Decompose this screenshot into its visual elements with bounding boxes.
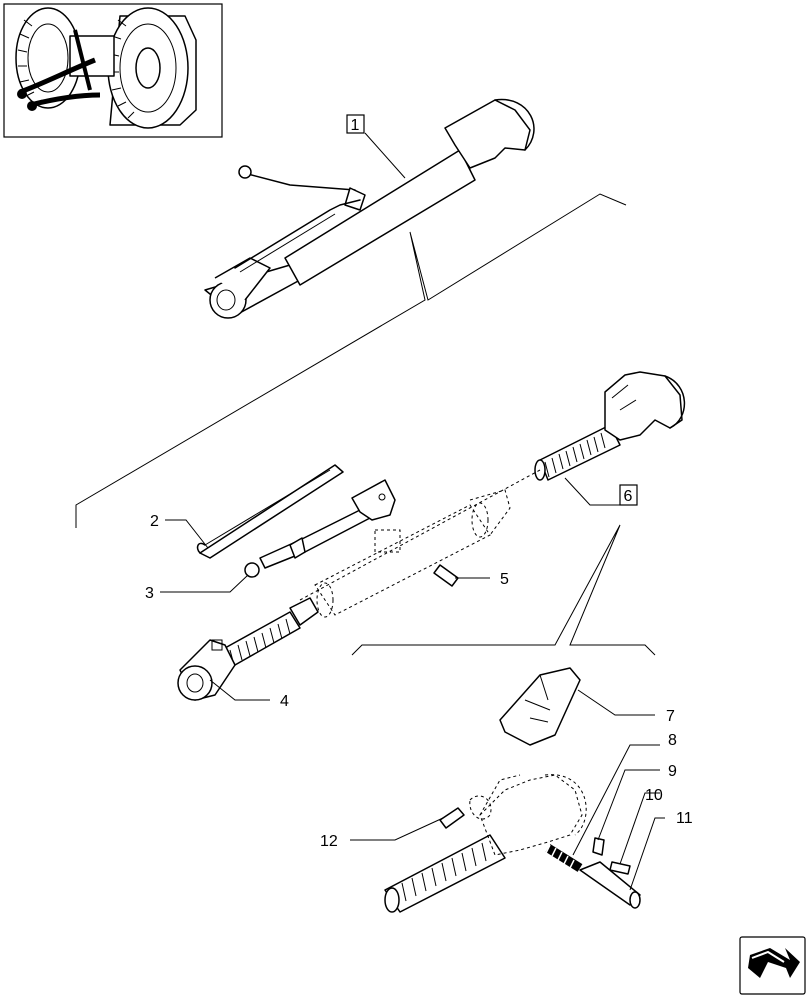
eye-end-part-4 (177, 597, 319, 701)
pin-part-5 (433, 564, 459, 587)
leader-1 (364, 132, 406, 179)
exploded-view (177, 371, 686, 701)
page-turn-arrow-icon[interactable] (739, 936, 806, 995)
pin-part-10 (609, 861, 631, 875)
hook-detail: 7 8 9 10 11 (320, 667, 693, 913)
pin-part-9 (592, 837, 605, 856)
callout-8: 8 (668, 732, 677, 749)
sleeve-part-11 (579, 861, 641, 909)
callout-6: 6 (624, 488, 633, 505)
callout-12: 12 (320, 833, 338, 850)
callout-1: 1 (351, 117, 360, 134)
top-link-assembly: 1 (204, 98, 535, 319)
callout-5: 5 (500, 571, 509, 588)
pin-part-12 (439, 807, 465, 829)
spring-part-8 (545, 844, 583, 872)
tube (314, 489, 511, 618)
hook-end-part-6 (534, 371, 686, 481)
callout-3: 3 (145, 585, 154, 602)
callout-4: 4 (280, 693, 289, 710)
latch-part-7 (499, 667, 581, 746)
callout-9: 9 (668, 763, 677, 780)
callout-7: 7 (666, 708, 675, 725)
thumbnail-tractor (3, 3, 223, 138)
callouts-exploded: 2 3 4 5 6 (145, 477, 638, 710)
detail-bracket (351, 524, 656, 656)
assembly-bracket (75, 193, 627, 528)
callout-10: 10 (645, 787, 663, 804)
spring-clip-part-2 (196, 464, 344, 559)
callout-11: 11 (676, 810, 693, 827)
handle-lever-part-3 (244, 479, 396, 578)
tractor-icon (15, 7, 197, 129)
callout-box-6 (619, 484, 638, 506)
callout-2: 2 (150, 513, 159, 530)
callout-box-1 (346, 114, 365, 134)
